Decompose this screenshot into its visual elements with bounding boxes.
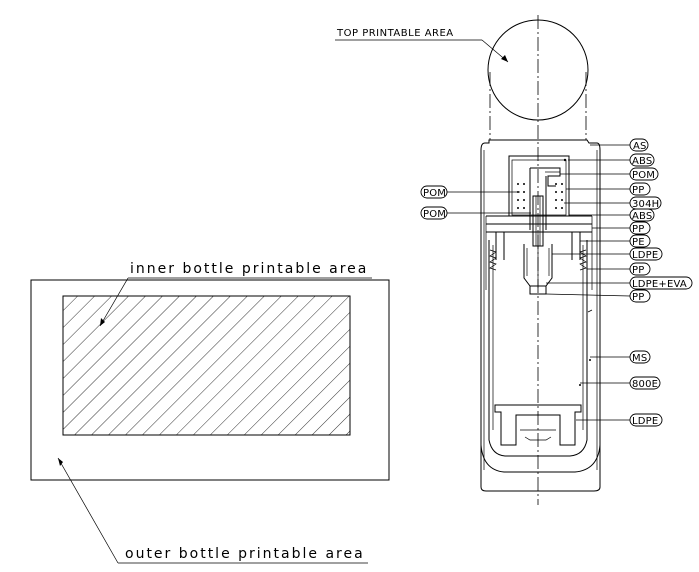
- material-label-ms: MS: [632, 353, 647, 364]
- printable-area-diagram: inner bottle printable area outer bottle…: [30, 261, 390, 564]
- material-label-pom: POM: [632, 170, 655, 181]
- material-label-abs-1: ABS: [632, 156, 652, 167]
- material-label-pom-left-2: POM: [423, 209, 446, 220]
- material-callouts-right: AS ABS POM PP 304H ABS PP PE LDPE: [545, 138, 693, 427]
- material-label-pp-1: PP: [632, 185, 644, 196]
- material-label-304h: 304H: [632, 199, 659, 210]
- inner-bottle-label: inner bottle printable area: [130, 261, 368, 277]
- material-label-800e: 800E: [632, 379, 658, 390]
- material-label-ldpe-2: LDPE: [632, 416, 658, 427]
- material-callouts-left: POM POM: [420, 185, 531, 220]
- material-label-pp-3: PP: [632, 265, 644, 276]
- outer-bottle-label: outer bottle printable area: [125, 546, 365, 562]
- material-label-pp-2: PP: [632, 224, 644, 235]
- top-printable-label: TOP PRINTABLE AREA: [336, 28, 454, 39]
- bottle-cross-section: TOP PRINTABLE AREA: [335, 15, 601, 505]
- material-label-pe: PE: [632, 237, 645, 248]
- material-label-pp-4: PP: [632, 292, 644, 303]
- outer-bottle-area-rect: [30, 279, 390, 481]
- material-label-ldpe-1: LDPE: [632, 250, 658, 261]
- material-label-ldpe-eva: LDPE+EVA: [632, 279, 687, 290]
- inner-bottle-area-hatched: [62, 295, 351, 436]
- material-label-pom-left-1: POM: [423, 188, 446, 199]
- material-label-abs-2: ABS: [632, 211, 652, 222]
- material-label-as: AS: [633, 141, 647, 152]
